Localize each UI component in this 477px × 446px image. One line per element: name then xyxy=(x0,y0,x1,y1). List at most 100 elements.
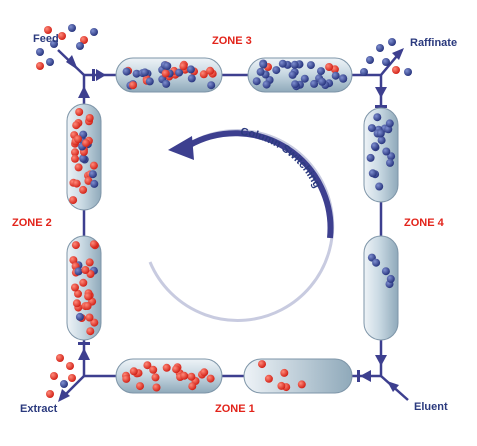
blue-particle xyxy=(366,153,375,162)
red-particle xyxy=(187,372,196,381)
blue-particle xyxy=(370,142,379,151)
red-particle xyxy=(79,278,88,287)
red-particle xyxy=(392,66,400,74)
red-particle xyxy=(72,299,81,308)
blue-particle xyxy=(140,68,149,77)
zone4-label: ZONE 4 xyxy=(404,217,445,229)
red-particle xyxy=(86,327,95,336)
blue-particle xyxy=(163,62,172,70)
blue-particle xyxy=(46,58,54,66)
blue-particle xyxy=(317,67,325,76)
red-particle xyxy=(80,36,88,44)
column-switching-indicator: Column Switching xyxy=(148,126,335,322)
blue-particle xyxy=(367,124,376,133)
zone3-label: ZONE 3 xyxy=(212,35,252,47)
arrow-left-icon xyxy=(360,370,371,382)
red-particle xyxy=(149,365,158,374)
red-particle xyxy=(75,108,84,116)
port-valve-icon xyxy=(92,69,95,81)
red-particle xyxy=(90,318,99,327)
blue-particle xyxy=(377,136,386,145)
blue-particle xyxy=(385,119,394,128)
red-particle xyxy=(44,26,52,34)
blue-particle xyxy=(79,130,88,139)
red-particle xyxy=(188,382,197,391)
red-particle xyxy=(66,362,74,370)
blue-particle xyxy=(376,44,384,52)
blue-particle xyxy=(252,77,261,86)
zone1-column-left xyxy=(115,358,223,394)
blue-particle xyxy=(272,66,281,75)
flow-arrows xyxy=(58,48,404,402)
blue-particle xyxy=(79,154,88,163)
red-particle xyxy=(74,163,83,172)
columns xyxy=(66,57,399,394)
blue-particle xyxy=(278,59,287,68)
red-particle xyxy=(297,380,306,389)
blue-particle xyxy=(366,56,374,64)
red-particle xyxy=(172,365,181,374)
blue-particle xyxy=(381,267,390,276)
blue-particle xyxy=(386,274,395,283)
red-particle xyxy=(161,69,170,78)
red-particle xyxy=(56,354,64,362)
eluent-label: Eluent xyxy=(414,401,448,413)
red-particle xyxy=(143,361,152,370)
red-particle xyxy=(200,368,209,377)
blue-particle xyxy=(372,258,381,267)
blue-particle xyxy=(36,48,44,56)
blue-particle xyxy=(122,67,131,76)
arrow-down-icon xyxy=(375,355,387,366)
red-particle xyxy=(89,240,98,249)
arrow-up-icon xyxy=(78,86,90,98)
red-particle xyxy=(180,371,189,380)
red-particle xyxy=(280,368,289,377)
blue-particle xyxy=(76,42,84,50)
red-particle xyxy=(85,114,94,122)
red-particle xyxy=(199,70,208,79)
zone1-column-right xyxy=(243,358,353,394)
red-particle xyxy=(71,148,79,157)
red-particle xyxy=(264,374,273,383)
blue-particle xyxy=(132,69,141,78)
red-particle xyxy=(136,382,144,391)
blue-particle xyxy=(360,68,368,76)
switching-arrow-icon xyxy=(168,136,194,160)
extract-label: Extract xyxy=(20,403,58,415)
port-valve-icon xyxy=(357,370,360,382)
red-particle xyxy=(325,63,334,71)
red-particle xyxy=(79,185,88,194)
red-particle xyxy=(71,283,79,292)
red-particle xyxy=(85,258,94,267)
blue-particle xyxy=(388,38,396,46)
red-particle xyxy=(206,66,215,75)
red-particle xyxy=(129,81,137,90)
red-particle xyxy=(179,62,188,71)
blue-particle xyxy=(68,24,76,32)
blue-particle xyxy=(382,58,390,66)
blue-particle xyxy=(207,81,216,90)
port-valve-icon xyxy=(78,342,90,345)
blue-particle xyxy=(259,60,268,69)
red-particle xyxy=(74,135,82,144)
arrow-up-icon xyxy=(78,348,90,360)
red-particle xyxy=(82,139,90,148)
red-particle xyxy=(71,154,79,163)
blue-particle xyxy=(90,179,99,188)
blue-particle xyxy=(376,129,385,138)
blue-particle xyxy=(288,70,297,79)
column-switching-label: Column Switching xyxy=(239,126,322,190)
blue-particle xyxy=(88,170,97,179)
blue-particle xyxy=(386,158,394,167)
red-particle xyxy=(89,161,98,170)
red-particle xyxy=(69,256,78,265)
red-particle xyxy=(277,381,286,390)
red-particle xyxy=(152,383,161,392)
blue-particle xyxy=(50,40,58,48)
blue-particle xyxy=(175,68,184,77)
red-particle xyxy=(46,390,54,398)
arrow-right-icon xyxy=(96,69,106,81)
feed-label: Feed xyxy=(33,33,59,45)
red-particle xyxy=(162,363,171,372)
blue-particle xyxy=(331,71,340,80)
